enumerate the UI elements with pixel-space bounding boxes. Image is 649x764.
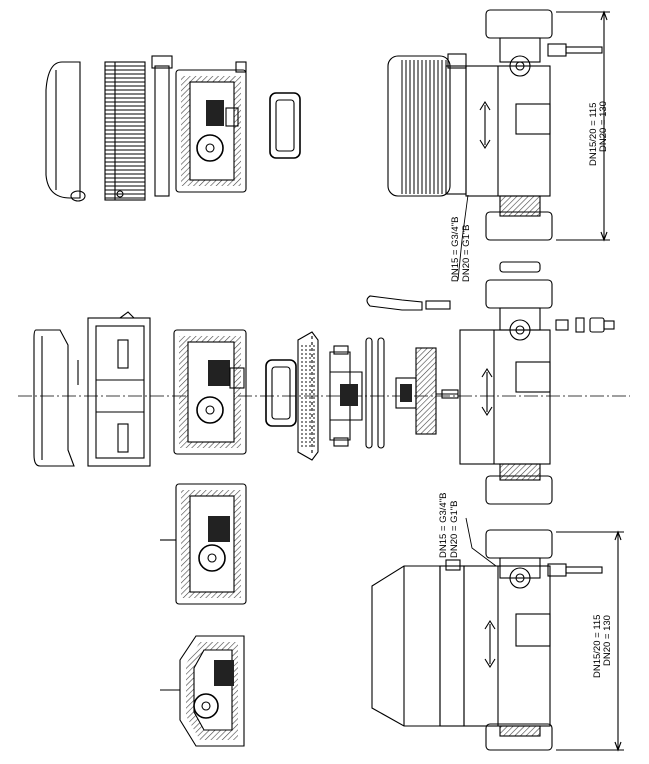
top-length-label-dn1520: DN15/20 = 115 xyxy=(588,103,599,166)
top-pump-outlet-union xyxy=(485,195,553,241)
top-dimension-line xyxy=(457,10,610,281)
top-terminal-cap xyxy=(269,92,301,159)
middle-inlet-union xyxy=(485,279,553,341)
top-pump-inlet-union xyxy=(485,9,603,77)
middle-screw-and-nut xyxy=(555,317,615,333)
middle-front-cover xyxy=(33,329,79,467)
bottom-dimension-line xyxy=(465,517,624,752)
bottom-pump-housing xyxy=(463,565,551,727)
top-gasket-strip xyxy=(151,55,173,197)
bottom-connection-label-dn15: DN15 = G3/4"B xyxy=(438,493,449,558)
middle-seal-washer xyxy=(499,261,541,273)
variant-electronics-module-a xyxy=(160,483,247,605)
middle-cover-frame xyxy=(87,311,151,467)
middle-terminal-cap xyxy=(265,359,297,427)
middle-o-rings xyxy=(365,337,385,449)
top-connection-label-dn15: DN15 = G3/4"B xyxy=(450,217,461,282)
middle-stator-flange xyxy=(297,331,319,461)
top-front-cover xyxy=(45,61,86,202)
top-pump-housing xyxy=(465,65,551,197)
middle-electronics-module xyxy=(173,329,247,455)
bottom-length-label-dn1520: DN15/20 = 115 xyxy=(592,615,603,678)
top-electronics-module xyxy=(175,61,247,193)
middle-connector-plug xyxy=(366,295,451,311)
bottom-connection-label-dn20: DN20 = G1"B xyxy=(449,501,460,559)
bottom-pump-motor xyxy=(371,559,465,727)
bottom-length-label-dn20: DN20 = 130 xyxy=(602,615,613,666)
middle-impeller xyxy=(395,347,459,435)
top-length-label-dn20: DN20 = 130 xyxy=(598,101,609,152)
variant-electronics-module-b xyxy=(160,635,245,747)
top-pump-motor xyxy=(387,53,467,197)
middle-rotor-bearing xyxy=(329,345,363,447)
middle-outlet-union xyxy=(485,463,553,505)
bottom-pump-inlet-union xyxy=(485,529,603,589)
bottom-pump-outlet-union xyxy=(485,723,553,751)
middle-pump-housing xyxy=(459,329,551,465)
top-ribbed-ring xyxy=(104,61,146,201)
top-connection-label-dn20: DN20 = G1"B xyxy=(461,225,472,283)
